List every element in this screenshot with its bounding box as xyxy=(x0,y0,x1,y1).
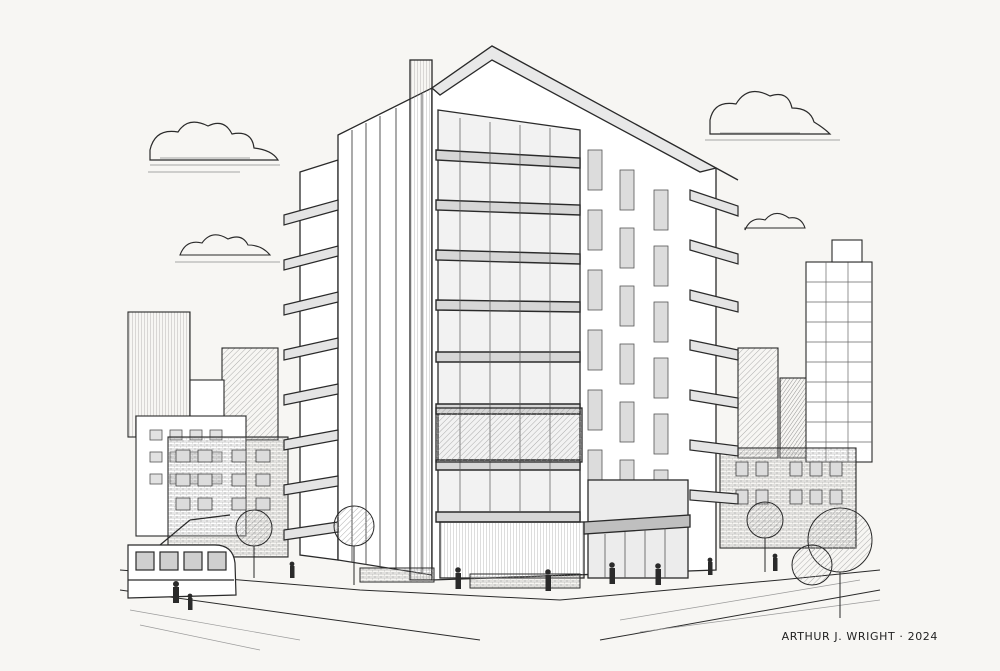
street-trees xyxy=(235,501,873,618)
tram xyxy=(127,514,237,599)
background-tower-right xyxy=(719,239,873,549)
pedestrians xyxy=(173,553,778,610)
cloud-right xyxy=(705,90,840,141)
cloud-far-right xyxy=(744,212,806,231)
balcony-stack xyxy=(435,109,583,523)
cloud-mid xyxy=(175,234,280,263)
background-tower-left xyxy=(127,311,289,558)
artist-signature: ARTHUR J. WRIGHT · 2024 xyxy=(781,630,938,643)
cloud-left xyxy=(148,121,280,173)
main-building xyxy=(283,45,739,581)
